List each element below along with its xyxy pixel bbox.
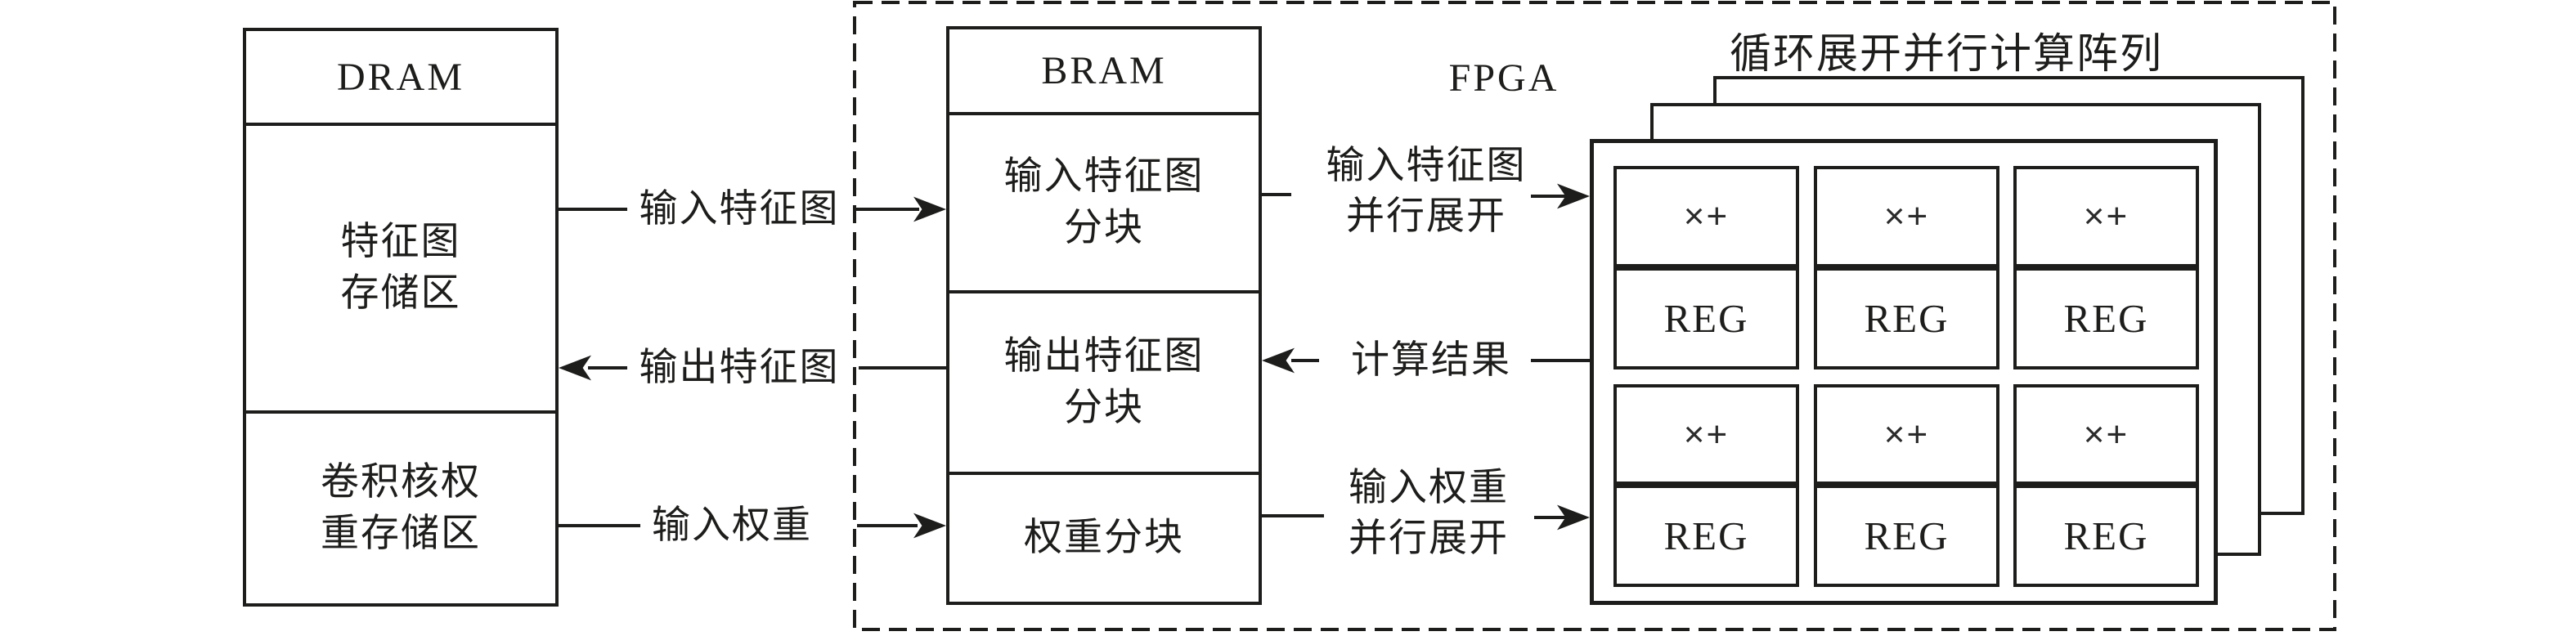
- bram-box: BRAM 输入特征图 分块 输出特征图 分块 权重分块: [946, 26, 1262, 605]
- result-label: 计算结果: [1351, 339, 1511, 382]
- reg-cell: REG: [1814, 267, 1999, 370]
- reg-cell: REG: [2013, 267, 2199, 370]
- dram-feature-map-storage-section: 特征图 存储区: [246, 126, 555, 414]
- bram-output-fmap-tile-line1: 输出特征图: [1003, 335, 1205, 378]
- mac-cell: ×+: [2013, 166, 2199, 267]
- input-fmap-line-left: [559, 208, 627, 211]
- mac-cell: ×+: [2013, 384, 2199, 485]
- fmap-unroll-line-right: [1531, 195, 1567, 198]
- output-fmap-arrowhead-icon: [559, 355, 591, 381]
- dram-feature-map-storage-line1: 特征图: [340, 221, 461, 263]
- output-fmap-label: 输出特征图: [639, 347, 840, 389]
- result-line-left: [1291, 359, 1319, 362]
- result-line-right: [1531, 359, 1591, 362]
- input-fmap-label: 输入特征图: [639, 188, 840, 231]
- bram-title: BRAM: [949, 29, 1259, 115]
- fpga-dashed-boundary: [853, 1, 2336, 631]
- fmap-unroll-label-line2: 并行展开: [1346, 195, 1506, 238]
- bram-output-fmap-tile-section: 输出特征图 分块: [949, 293, 1259, 475]
- dram-feature-map-storage-line2: 存储区: [340, 272, 461, 315]
- reg-cell: REG: [2013, 485, 2199, 587]
- weight-unroll-label: 输入权重 并行展开: [1317, 463, 1540, 564]
- dram-box: DRAM 特征图 存储区 卷积核权 重存储区: [243, 28, 559, 607]
- fpga-label: FPGA: [1448, 56, 1560, 100]
- input-weight-label: 输入权重: [652, 504, 812, 547]
- bram-input-fmap-tile-line1: 输入特征图: [1003, 155, 1205, 198]
- mac-cell: ×+: [1613, 166, 1799, 267]
- input-weight-line-left: [559, 524, 640, 527]
- input-weight-line-right: [857, 524, 918, 527]
- bram-input-fmap-tile-section: 输入特征图 分块: [949, 115, 1259, 293]
- bram-output-fmap-tile-line2: 分块: [1064, 387, 1144, 429]
- fmap-unroll-label: 输入特征图 并行展开: [1315, 141, 1537, 242]
- mac-cell: ×+: [1613, 384, 1799, 485]
- input-fmap-line-right: [855, 208, 919, 211]
- fmap-unroll-label-line1: 输入特征图: [1326, 145, 1527, 187]
- weight-unroll-line-left: [1262, 514, 1324, 517]
- array-title: 循环展开并行计算阵列: [1729, 32, 2163, 78]
- reg-cell: REG: [1613, 267, 1799, 370]
- weight-unroll-line-right: [1534, 516, 1567, 519]
- weight-unroll-label-line1: 输入权重: [1349, 467, 1509, 509]
- dram-title: DRAM: [246, 31, 555, 126]
- dram-kernel-weight-storage-line2: 重存储区: [321, 513, 481, 555]
- bram-weight-tile-line1: 权重分块: [1024, 517, 1184, 559]
- output-fmap-line-right: [859, 366, 946, 370]
- dram-kernel-weight-storage-line1: 卷积核权: [321, 461, 481, 504]
- mac-cell: ×+: [1814, 384, 1999, 485]
- weight-unroll-label-line2: 并行展开: [1349, 517, 1509, 560]
- mac-cell: ×+: [1814, 166, 1999, 267]
- bram-weight-tile-section: 权重分块: [949, 475, 1259, 602]
- bram-input-fmap-tile-line2: 分块: [1064, 207, 1144, 249]
- dram-kernel-weight-storage-section: 卷积核权 重存储区: [246, 414, 555, 603]
- output-fmap-line-left: [588, 366, 627, 370]
- reg-cell: REG: [1613, 485, 1799, 587]
- fmap-unroll-line-left: [1262, 193, 1291, 196]
- reg-cell: REG: [1814, 485, 1999, 587]
